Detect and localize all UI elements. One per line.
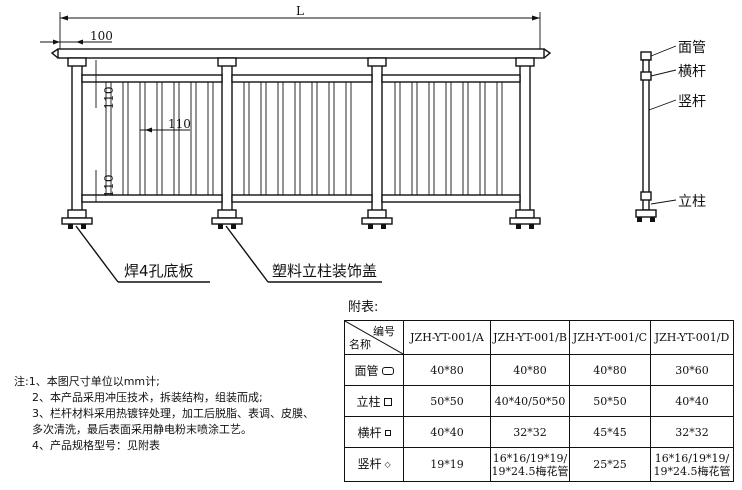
posts xyxy=(61,57,541,229)
table-cell: 19*19 xyxy=(403,447,491,482)
table-cell: 40*80 xyxy=(490,354,570,386)
dimension-label-total: L xyxy=(296,4,304,18)
table-header-row: 编号 名称 JZH-YT-001/A JZH-YT-001/B JZH-YT-0… xyxy=(344,320,734,355)
post-3 xyxy=(361,57,393,229)
dimension-label-offset: 100 xyxy=(90,29,113,43)
table-row: 立柱 50*50 40*40/50*50 50*50 40*40 xyxy=(344,385,734,417)
note-line: 2、本产品采用冲压技术，拆装结构，组装而成; xyxy=(32,391,263,404)
row-name: 面管 xyxy=(354,363,379,378)
table-corner: 编号 名称 xyxy=(344,320,404,355)
model-header: JZH-YT-001/A xyxy=(403,320,491,355)
side-label-baluster: 竖杆 xyxy=(678,94,706,110)
row-name: 竖杆 xyxy=(357,457,382,471)
balusters xyxy=(105,81,503,196)
corner-name-label: 名称 xyxy=(349,338,371,351)
side-label-post: 立柱 xyxy=(678,194,706,210)
side-label-handrail: 面管 xyxy=(678,40,706,56)
oval-tube-icon xyxy=(381,367,394,375)
callout-label-post-cover: 塑料立柱装饰盖 xyxy=(272,262,377,280)
diamond-tube-icon: ◇ xyxy=(384,459,391,469)
table-cell: 40*40/50*50 xyxy=(490,385,570,417)
table-cell: 50*50 xyxy=(569,385,651,417)
handrail xyxy=(50,48,552,59)
callout-base-plate: 焊4孔底板 xyxy=(75,225,210,283)
table-cell: 40*40 xyxy=(403,416,491,448)
railing-drawing: L 100 xyxy=(40,4,706,283)
dimension-bar-spacing: 110 xyxy=(140,117,191,133)
callout-post-cover: 塑料立柱装饰盖 xyxy=(225,225,382,283)
model-header: JZH-YT-001/D xyxy=(650,320,734,355)
post-4 xyxy=(509,57,541,229)
table-row: 面管 40*80 40*80 40*80 30*60 xyxy=(344,354,734,386)
corner-code-label: 编号 xyxy=(373,325,395,338)
table-cell: 40*80 xyxy=(569,354,651,386)
table-cell: 16*16/19*19/ 19*24.5梅花管 xyxy=(490,447,570,482)
dimension-label-gap-top: 110 xyxy=(102,87,116,110)
note-line: 4、产品规格型号：见附表 xyxy=(32,439,160,452)
note-line: 注:1、本图尺寸单位以mm计; xyxy=(14,375,160,388)
table-cell: 32*32 xyxy=(650,416,734,448)
row-name: 立柱 xyxy=(356,394,381,409)
model-header: JZH-YT-001/B xyxy=(490,320,570,355)
callout-label-base-plate: 焊4孔底板 xyxy=(124,262,194,280)
table-cell: 40*40 xyxy=(650,385,734,417)
square-tube-icon xyxy=(383,398,392,406)
table-cell: 16*16/19*19/ 19*24.5梅花管 xyxy=(650,447,734,482)
post-2 xyxy=(211,57,243,229)
notes: 注:1、本图尺寸单位以mm计; 2、本产品采用冲压技术，拆装结构，组装而成; 3… xyxy=(14,374,344,454)
table-cell: 25*25 xyxy=(569,447,651,482)
dimension-label-bar-spacing: 110 xyxy=(168,117,191,131)
dimension-total-length: L xyxy=(59,4,541,50)
small-square-tube-icon xyxy=(384,430,391,436)
dimension-offset: 100 xyxy=(40,29,113,45)
dimension-label-gap-bottom: 110 xyxy=(102,175,116,198)
table-cell: 40*80 xyxy=(403,354,491,386)
table-cell: 45*45 xyxy=(569,416,651,448)
table-row: 竖杆◇ 19*19 16*16/19*19/ 19*24.5梅花管 25*25 … xyxy=(344,447,734,482)
dimension-gap-bottom: 110 xyxy=(95,170,116,202)
cross-rails xyxy=(81,74,521,203)
appendix-title: 附表: xyxy=(348,300,379,315)
model-header: JZH-YT-001/C xyxy=(569,320,651,355)
spec-table: 编号 名称 JZH-YT-001/A JZH-YT-001/B JZH-YT-0… xyxy=(344,320,734,482)
row-name: 横杆 xyxy=(357,425,382,440)
table-row: 横杆 40*40 32*32 45*45 32*32 xyxy=(344,416,734,448)
table-cell: 50*50 xyxy=(403,385,491,417)
table-cell: 32*32 xyxy=(490,416,570,448)
note-line: 3、栏杆材料采用热镀锌处理，加工后脱脂、表调、皮膜、 xyxy=(32,407,314,420)
note-line: 多次清洗，最后表面采用静电粉末喷涂工艺。 xyxy=(32,423,252,436)
dimension-gap-top: 110 xyxy=(88,60,120,109)
post-1 xyxy=(61,57,93,229)
side-label-cross-rail: 横杆 xyxy=(678,64,706,80)
table-cell: 30*60 xyxy=(650,354,734,386)
side-view: 面管 横杆 竖杆 立柱 xyxy=(635,40,706,222)
